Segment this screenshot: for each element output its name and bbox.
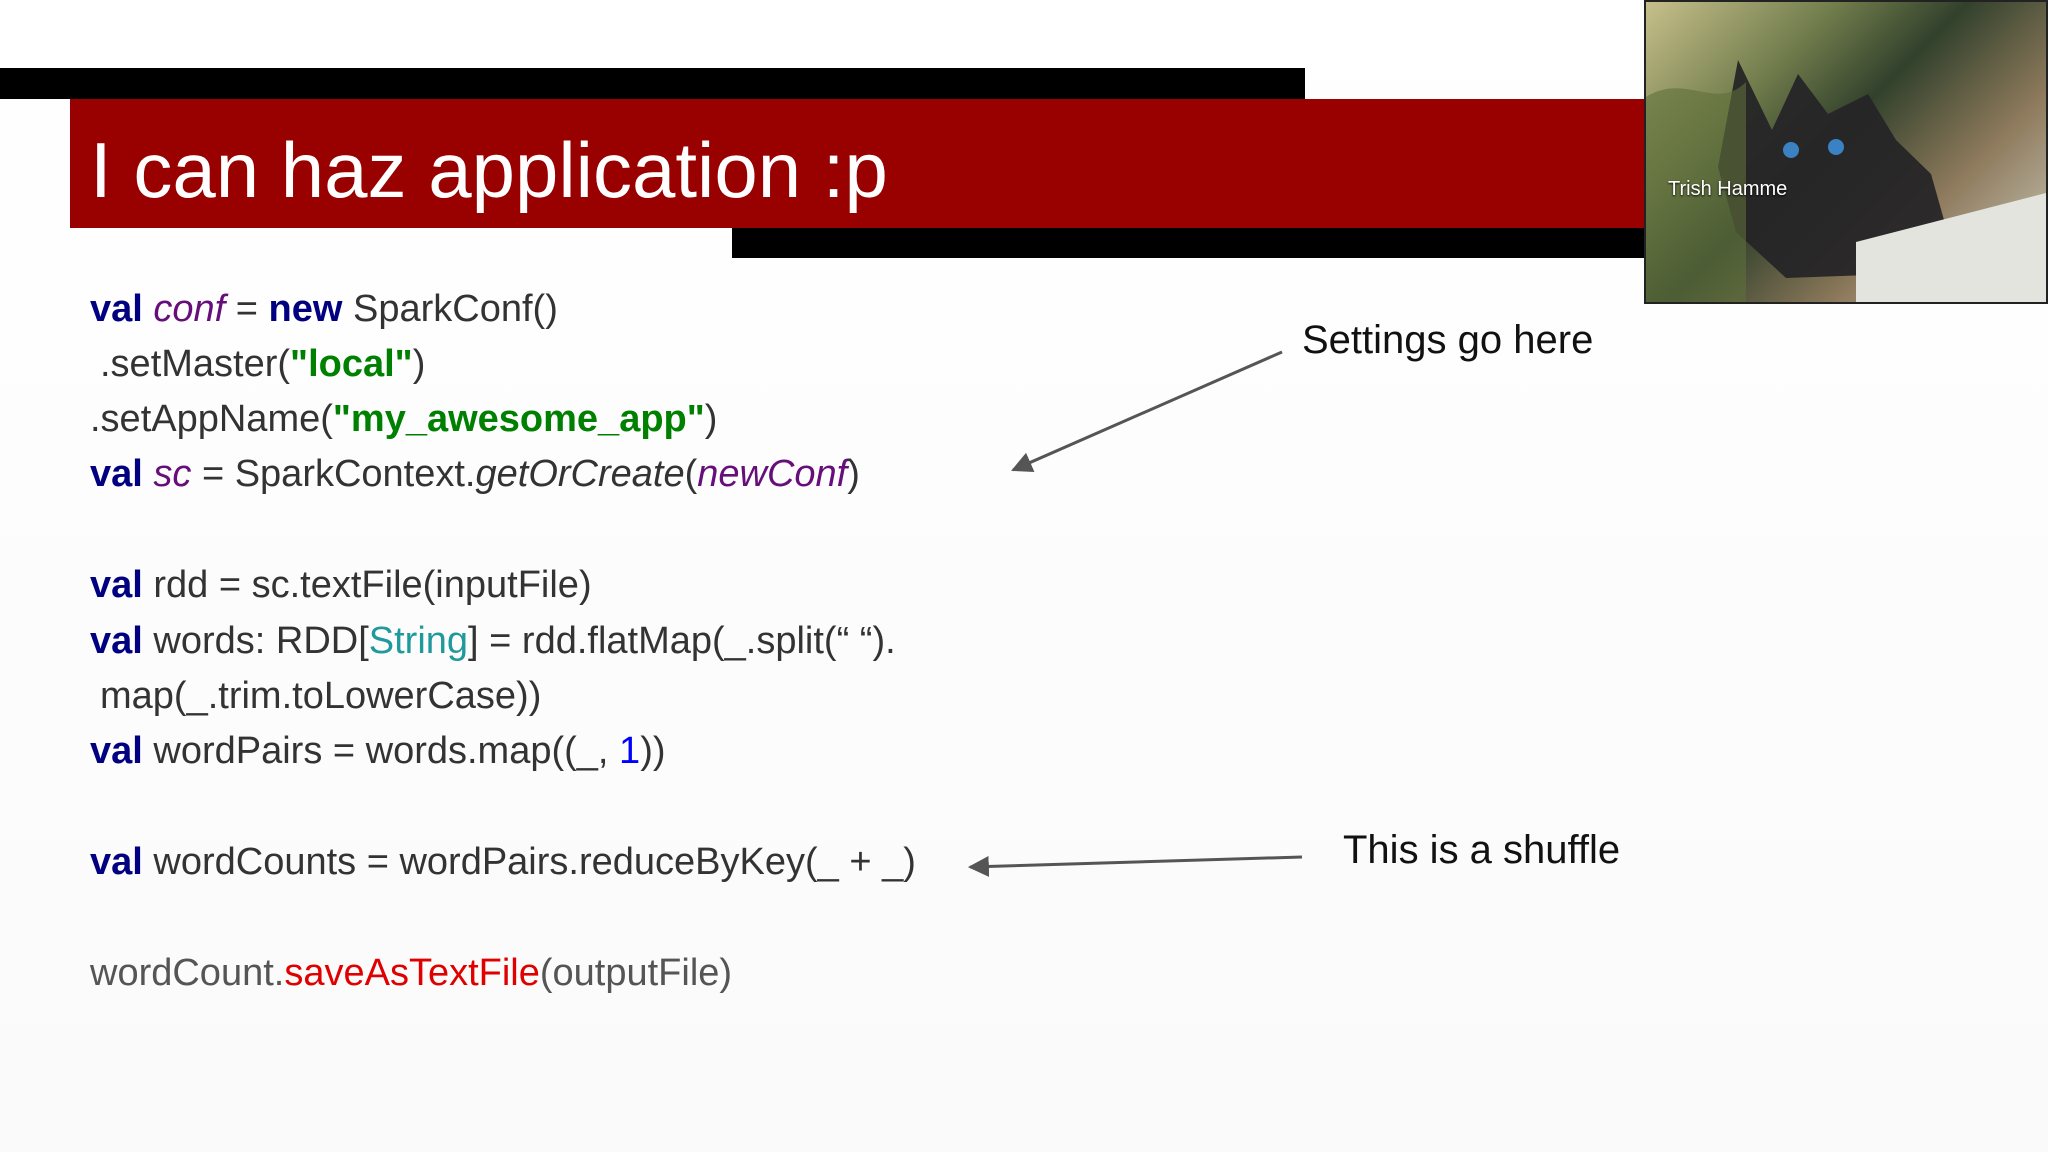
sparkcontext-object: = SparkContext.	[201, 453, 476, 495]
opening-paren: (	[684, 453, 698, 495]
keyword-val: val	[90, 288, 143, 330]
setmaster-method: .setMaster(	[100, 343, 291, 385]
code-line-sparkcontext: val sc = SparkContext.getOrCreate(newCon…	[90, 452, 860, 496]
app-name-string: "my_awesome_app"	[332, 398, 705, 440]
keyword-val: val	[90, 841, 143, 883]
rdd-statement: rdd = sc.textFile(inputFile)	[153, 564, 592, 606]
output-argument: (outputFile)	[539, 952, 733, 994]
local-string: "local"	[290, 343, 413, 385]
getorcreate-method: getOrCreate	[475, 453, 685, 495]
closing-paren: )	[847, 453, 860, 495]
string-type: String	[368, 620, 469, 662]
keyword-val: val	[90, 730, 143, 772]
code-line-setappname: .setAppName("my_awesome_app")	[90, 397, 717, 441]
keyword-val: val	[90, 564, 143, 606]
wordcount-object: wordCount.	[90, 952, 285, 994]
closing-parens: ))	[640, 730, 666, 772]
participant-name: Trish Hamme	[1668, 178, 1788, 200]
newconf-argument: newConf	[697, 453, 848, 495]
code-line-save: wordCount.saveAsTextFile(outputFile)	[90, 951, 732, 995]
settings-arrow	[1011, 350, 1283, 473]
keyword-new: new	[268, 288, 343, 330]
code-line-wordpairs: val wordPairs = words.map((_, 1))	[90, 729, 666, 773]
code-line-rdd: val rdd = sc.textFile(inputFile)	[90, 563, 592, 607]
shuffle-arrow	[967, 855, 1303, 877]
equals-sign: =	[235, 288, 258, 330]
top-black-bar	[0, 68, 1305, 99]
number-one: 1	[619, 730, 641, 772]
variable-conf: conf	[153, 288, 226, 330]
code-line-map: map(_.trim.toLowerCase))	[100, 674, 541, 718]
wordpairs-statement: wordPairs = words.map((_,	[153, 730, 620, 772]
sparkconf-call: SparkConf()	[353, 288, 558, 330]
words-declaration: words: RDD[	[153, 620, 369, 662]
code-line-setmaster: .setMaster("local")	[100, 342, 425, 386]
slide-title: I can haz application :p	[90, 126, 888, 214]
setappname-method: .setAppName(	[90, 398, 333, 440]
closing-paren: )	[704, 398, 718, 440]
code-line-wordcounts: val wordCounts = wordPairs.reduceByKey(_…	[90, 840, 916, 884]
settings-note: Settings go here	[1302, 318, 1594, 362]
keyword-val: val	[90, 620, 143, 662]
variable-sc: sc	[153, 453, 192, 495]
cat-video-icon	[1646, 60, 2046, 302]
code-line-conf: val conf = new SparkConf()	[90, 287, 558, 331]
map-statement: map(_.trim.toLowerCase))	[100, 675, 542, 717]
shuffle-note: This is a shuffle	[1343, 828, 1621, 872]
closing-paren: )	[412, 343, 426, 385]
participant-video-tile[interactable]: Trish Hamme	[1644, 0, 2048, 304]
keyword-val: val	[90, 453, 143, 495]
code-line-words: val words: RDD[String] = rdd.flatMap(_.s…	[90, 619, 896, 663]
flatmap-statement: ] = rdd.flatMap(_.split(“ “).	[468, 620, 896, 662]
saveastextfile-method: saveAsTextFile	[284, 952, 540, 994]
wordcounts-statement: wordCounts = wordPairs.reduceByKey(_ + _…	[153, 841, 916, 883]
